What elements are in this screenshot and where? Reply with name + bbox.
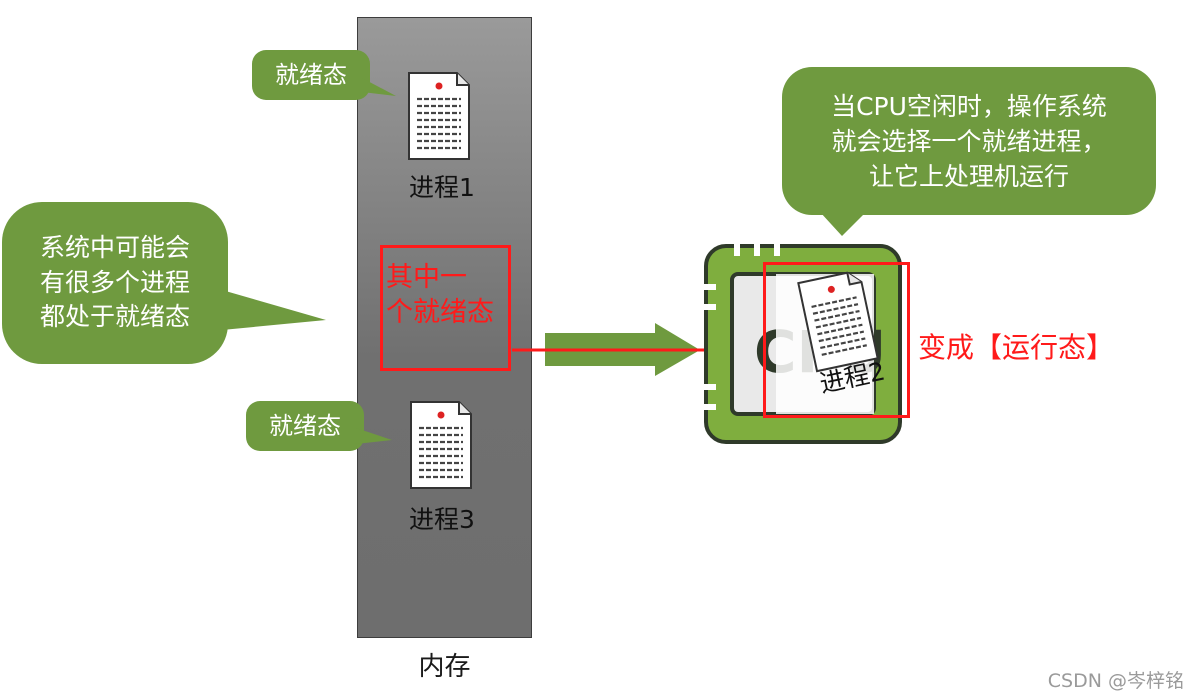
process-3-document-icon <box>407 400 475 490</box>
top-callout-tail <box>820 212 866 236</box>
process-1-label: 进程1 <box>409 173 475 202</box>
process-1-document-icon <box>405 71 473 161</box>
cpu-idle-callout: 当CPU空闲时，操作系统 就会选择一个就绪进程， 让它上处理机运行 <box>782 67 1156 215</box>
memory-label: 内存 <box>418 652 471 682</box>
ready-state-callout-3: 就绪态 <box>246 401 364 451</box>
many-ready-processes-callout: 系统中可能会 有很多个进程 都处于就绪态 <box>2 202 228 364</box>
ready-state-callout-1: 就绪态 <box>252 50 370 100</box>
selected-process-text: 其中一 个就绪态 <box>386 262 494 329</box>
cpu-chip-icon: CPU <box>704 244 902 444</box>
cpu-idle-text: 当CPU空闲时，操作系统 就会选择一个就绪进程， 让它上处理机运行 <box>831 91 1107 191</box>
state-change-label: 变成【运行态】 <box>918 331 1115 364</box>
running-process-highlight-box <box>763 262 910 418</box>
selected-process-highlight-box <box>380 245 511 371</box>
green-move-arrow <box>545 323 700 376</box>
process-3-label: 进程3 <box>409 505 475 534</box>
many-ready-processes-text: 系统中可能会 有很多个进程 都处于就绪态 <box>39 233 190 332</box>
left-callout-tail <box>222 290 326 330</box>
watermark: CSDN @岑梓铭 <box>1047 670 1184 692</box>
